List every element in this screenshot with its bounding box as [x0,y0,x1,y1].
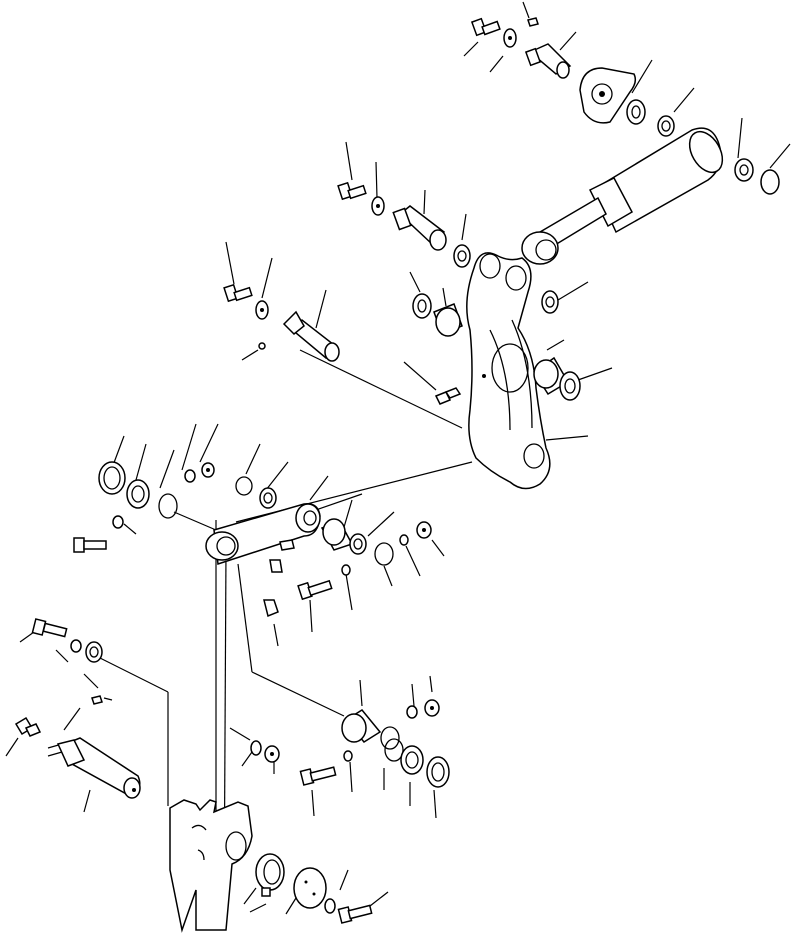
cylinder-washer [760,169,780,195]
top-bracket [579,67,637,124]
top-grease-fitting [527,17,539,27]
lower-snap-ring-a [380,726,400,750]
snap-ring-left [158,493,178,519]
top-washer-hole [508,36,512,40]
link-sleeve [320,518,354,551]
left-pin [282,310,340,362]
bracket-washer [626,99,646,125]
left-bolt [223,283,253,303]
lower-mid-washer [250,740,262,756]
bottom-washer [324,898,336,914]
lower-washer-right [426,756,450,788]
lower-bolt-left [31,618,68,638]
frame-plate [169,799,253,933]
link-bolt-left [73,537,107,553]
arm-bushing-left [412,293,432,319]
mid-bolt [337,181,367,201]
bottom-cap [255,853,285,897]
hydraulic-cylinder [521,127,724,265]
top-bolt [470,17,501,37]
arm-sleeve [433,303,463,337]
snap-ring-right [374,542,394,566]
nut-right [416,521,432,539]
lower-snap-ring-b [384,738,404,762]
link-grease-fitting-a [279,539,295,551]
cylinder-nut [734,158,754,182]
link-bushing-right [349,533,367,555]
nut-left [201,462,215,478]
bushing-left [126,479,150,509]
link-washer-right [341,564,351,576]
lower-washer-small-right [406,705,418,719]
arm-nut-right [559,371,581,401]
left-small-pin [258,342,266,350]
leader-lines [5,1,791,925]
bottom-bolt [337,904,373,924]
lower-bushing [400,745,424,775]
lower-mid-nut [264,745,280,763]
lower-pin [56,737,141,799]
lower-washer-mid [343,750,353,762]
lower-washer-small [70,639,82,653]
snap-ring-mid [235,476,253,496]
small-nut-left [184,469,196,483]
washer-small-right [399,534,409,546]
bottom-plate [293,867,327,909]
lower-washer-large [85,641,103,663]
link-washer-left [112,515,124,529]
lower-set-screw [91,695,103,705]
arm-bushing-right [541,290,559,314]
swing-arm [466,252,551,490]
top-pin [524,43,572,79]
link-bolt-right [297,579,333,601]
bracket-bushing [657,115,675,137]
mid-pin [392,205,447,251]
bushing-mid [259,487,277,509]
washer-large-left [98,461,126,495]
lower-nut-right [424,699,440,717]
mid-bushing [453,244,471,268]
connecting-link [205,503,321,565]
lower-grease-fitting [14,716,42,737]
lower-sleeve [341,709,382,743]
lower-bolt-mid [299,766,337,786]
arm-grease-fitting [434,387,462,405]
link-grease-fitting-b [269,559,283,573]
link-grease-fitting-c [263,599,279,618]
